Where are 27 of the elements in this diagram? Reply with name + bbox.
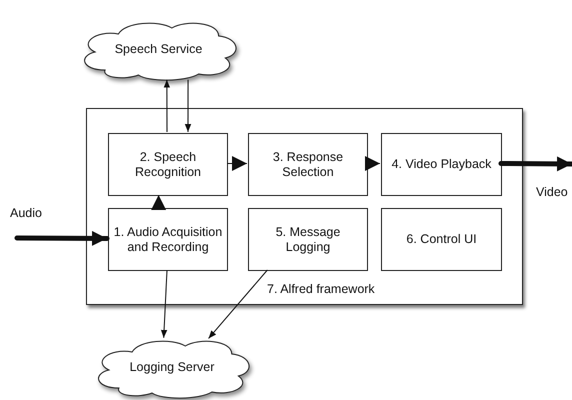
cloud-label: Logging Server (130, 360, 214, 374)
box-label: 5. Message Logging (274, 224, 342, 254)
box-label: 6. Control UI (405, 232, 478, 247)
box-label: 2. Speech Recognition (134, 150, 202, 180)
process-box (381, 133, 502, 196)
arrow (365, 156, 380, 171)
box-label: 3. Response Selection (272, 150, 344, 180)
process-box (381, 208, 502, 271)
framework-label: 7. Alfred framework (267, 282, 375, 297)
flow-label: Audio (10, 206, 42, 220)
arrow (164, 79, 170, 132)
arrow (498, 156, 572, 172)
arrow (160, 270, 168, 338)
box-label: 1. Audio Acquisition and Recording (112, 224, 224, 254)
arrow (14, 230, 110, 246)
framework-container (86, 108, 523, 305)
process-box (108, 133, 228, 196)
process-box (248, 208, 368, 271)
arrow (208, 270, 268, 339)
box-label: 4. Video Playback (390, 157, 492, 172)
arrow (226, 156, 248, 171)
process-box (248, 133, 368, 196)
arrow (184, 79, 192, 132)
arrow (151, 194, 166, 210)
cloud-label: Speech Service (114, 42, 202, 56)
process-box (108, 208, 228, 271)
flow-label: Video (536, 185, 568, 199)
